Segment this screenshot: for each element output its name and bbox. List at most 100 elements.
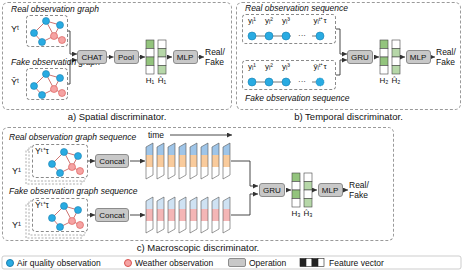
operation-label: MLP [322, 186, 338, 195]
graph-slab [168, 197, 175, 233]
legend-text: Operation [249, 258, 286, 268]
label-holder: Real/Fake [349, 180, 373, 200]
label-holder: ··· [298, 31, 306, 41]
time-arrow [170, 135, 232, 136]
feature-vector [392, 40, 400, 74]
arrow [130, 215, 145, 216]
stacked-frame [29, 201, 85, 235]
label-holder: Ŷᵗ⁺τ [35, 200, 49, 210]
operation-box: MLP [173, 50, 198, 64]
discriminator-panel: c) Macroscopic discriminator.Real observ… [2, 127, 394, 241]
operation-box: MLP [318, 183, 343, 197]
label-holder: ŷᵢᵗ⁺τ [313, 62, 326, 72]
observation-graph [31, 71, 66, 99]
arrow [231, 194, 258, 215]
graph-slab [146, 197, 153, 233]
label-holder: Yᵗ [11, 24, 19, 34]
graph-slab [212, 143, 219, 179]
label-holder: Real/Fake [205, 47, 229, 67]
connector-arrow [88, 215, 95, 216]
label-holder: Real/Fake [436, 47, 460, 67]
label-holder: H₃ [291, 209, 300, 219]
graph-slab [201, 143, 208, 179]
text-label: H₃ [291, 209, 300, 219]
text-label: yᵢ² [265, 62, 273, 72]
text-label: ··· [298, 31, 306, 41]
text-label: Yᵗ [11, 24, 19, 34]
operation-box: GRU [347, 50, 373, 64]
air-node [248, 32, 256, 40]
text-label: Real/Fake [205, 47, 229, 67]
observation-graph [49, 203, 84, 231]
operation-label: GRU [351, 53, 369, 62]
label-holder: yᵢ² [265, 16, 273, 26]
discriminator-panel: a) Spatial discriminator.Real observatio… [2, 2, 232, 110]
label-holder: yᵢᵗ⁺τ [313, 16, 326, 26]
text-label: Yᵗ⁺τ [35, 146, 49, 156]
arrow [167, 57, 172, 58]
operation-label: Concat [99, 211, 124, 220]
label-holder: Y¹ [12, 220, 21, 230]
feature-vector [304, 173, 312, 207]
arrow [431, 57, 435, 58]
label-holder: Y¹ [12, 166, 21, 176]
label-holder: H₁ [146, 76, 154, 86]
text-label: ŷᵢᵗ⁺τ [313, 62, 326, 72]
operation-label: Concat [99, 157, 124, 166]
feature-vector [380, 40, 388, 74]
legend-item: Weather observation [124, 256, 213, 269]
arrow [343, 190, 348, 191]
connector-arrow [336, 60, 347, 75]
graph-slab [201, 197, 208, 233]
arrow [231, 161, 258, 186]
legend-swatch [124, 259, 132, 267]
text-label: Ĥ₂ [392, 76, 401, 86]
label-holder: yᵢ² [265, 62, 273, 72]
label-holder: yᵢ¹ [248, 62, 256, 72]
air-node [282, 78, 290, 86]
label-holder: yᵢ³ [282, 62, 290, 72]
air-node [265, 78, 273, 86]
graph-slab [157, 197, 164, 233]
text-label: Ĥ₃ [303, 209, 312, 219]
feature-vector [292, 173, 300, 207]
arrow [286, 190, 291, 191]
legend-text: Weather observation [135, 258, 213, 268]
arrow [139, 57, 145, 58]
connector-arrow [107, 57, 114, 58]
text-label: Y¹ [12, 166, 21, 176]
stacked-frame [26, 150, 82, 184]
label-holder: ··· [298, 77, 306, 87]
operation-label: CHAT [81, 53, 102, 62]
text-label: H₂ [380, 76, 389, 86]
operation-label: MLP [410, 53, 426, 62]
air-node [316, 78, 324, 86]
label-holder: Ŷᵗ [11, 77, 19, 87]
text-label: Real/Fake [436, 47, 460, 67]
graph-slab [223, 197, 230, 233]
connector-arrow [68, 31, 77, 54]
graph-slab [190, 197, 197, 233]
operation-label: Pool [118, 53, 134, 62]
observation-frame: Real observation graph [26, 15, 68, 47]
arrow [198, 57, 204, 58]
text-label: Ŷᵗ⁺τ [35, 200, 49, 210]
text-label: yᵢ³ [282, 62, 290, 72]
graph-slab [168, 143, 175, 179]
text-label: time [148, 130, 164, 140]
graph-slab [179, 143, 186, 179]
feature-vector-sample [300, 259, 324, 267]
arrow [313, 190, 317, 191]
legend-text: Feature vector [329, 258, 384, 268]
air-node [316, 32, 324, 40]
text-label: yᵢ² [265, 16, 273, 26]
air-node [265, 32, 273, 40]
legend-item: Operation [228, 256, 286, 269]
text-label: Ĥ₁ [158, 76, 166, 86]
legend-swatch [6, 259, 14, 267]
operation-label: GRU [263, 186, 281, 195]
label-holder: yᵢ³ [282, 16, 290, 26]
connector-arrow [68, 60, 77, 84]
graph-slab [212, 197, 219, 233]
arrow [130, 161, 145, 162]
